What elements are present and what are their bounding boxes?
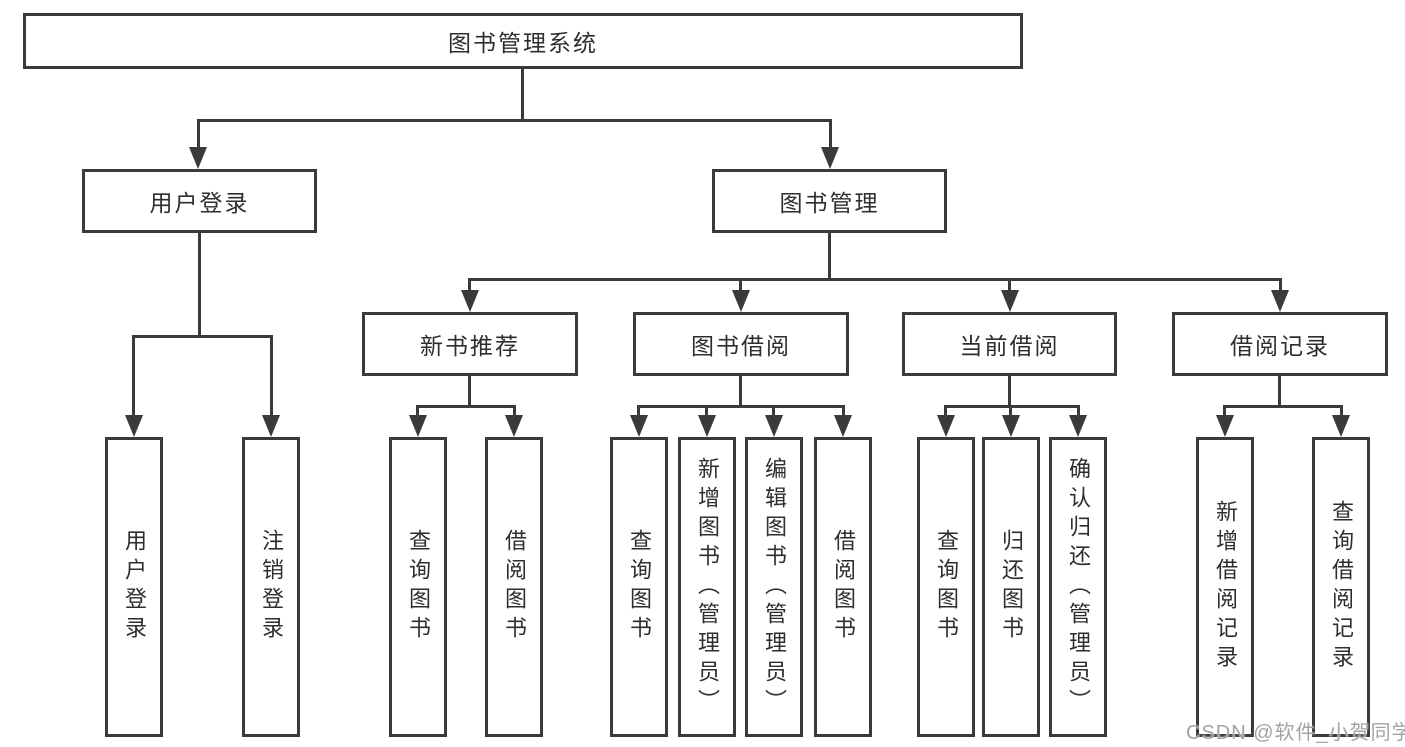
connector-line [829, 119, 832, 149]
leaf-label: 确认归还（管理员） [1066, 456, 1091, 718]
arrow-down-icon [1002, 415, 1020, 437]
leaf-label: 注销登录 [259, 529, 284, 645]
connector-line [468, 278, 1282, 281]
connector-line [828, 233, 831, 281]
connector-line [1278, 376, 1281, 408]
connector-line [416, 405, 516, 408]
connector-line [468, 376, 471, 408]
leaf-label: 用户登录 [122, 529, 147, 645]
leaf-query-books-recommend: 查询图书 [389, 437, 447, 737]
node-book-borrowing: 图书借阅 [633, 312, 849, 376]
arrow-down-icon [262, 415, 280, 437]
leaf-query-books-current: 查询图书 [917, 437, 975, 737]
arrow-down-icon [125, 415, 143, 437]
leaf-return-books: 归还图书 [982, 437, 1040, 737]
connector-line [1223, 405, 1226, 417]
leaf-confirm-return-admin: 确认归还（管理员） [1049, 437, 1107, 737]
node-book-management-system: 图书管理系统 [23, 13, 1023, 69]
connector-line [705, 405, 708, 417]
connector-line [132, 335, 135, 417]
connector-line [513, 405, 516, 417]
leaf-label: 查询图书 [934, 529, 959, 645]
connector-line [1223, 405, 1343, 408]
connector-line [1077, 405, 1080, 417]
arrow-down-icon [1332, 415, 1350, 437]
arrow-down-icon [1001, 290, 1019, 312]
leaf-query-books-borrowing: 查询图书 [610, 437, 668, 737]
connector-line [198, 233, 201, 338]
connector-line [637, 405, 845, 408]
connector-line [739, 278, 742, 293]
leaf-borrow-books-recommend: 借阅图书 [485, 437, 543, 737]
leaf-label: 新增图书（管理员） [695, 456, 720, 718]
connector-line [842, 405, 845, 417]
csdn-watermark: CSDN @软件_小贺同学 [1186, 722, 1405, 744]
connector-line [1008, 376, 1011, 408]
arrow-down-icon [1216, 415, 1234, 437]
leaf-label: 查询图书 [627, 529, 652, 645]
arrow-down-icon [732, 290, 750, 312]
connector-line [197, 119, 200, 149]
arrow-down-icon [505, 415, 523, 437]
connector-line [132, 335, 273, 338]
leaf-logout: 注销登录 [242, 437, 300, 737]
connector-line [637, 405, 640, 417]
connector-line [197, 119, 832, 122]
leaf-label: 查询图书 [406, 529, 431, 645]
connector-line [1279, 278, 1282, 293]
arrow-down-icon [1271, 290, 1289, 312]
node-user-login: 用户登录 [82, 169, 317, 233]
arrow-down-icon [461, 290, 479, 312]
connector-line [270, 335, 273, 417]
leaf-label: 新增借阅记录 [1213, 500, 1238, 674]
connector-line [1009, 405, 1012, 417]
leaf-query-borrow-record: 查询借阅记录 [1312, 437, 1370, 737]
connector-line [468, 278, 471, 293]
arrow-down-icon [1069, 415, 1087, 437]
node-new-book-recommendation: 新书推荐 [362, 312, 578, 376]
leaf-add-borrow-record: 新增借阅记录 [1196, 437, 1254, 737]
leaf-label: 借阅图书 [502, 529, 527, 645]
connector-line [944, 405, 947, 417]
arrow-down-icon [834, 415, 852, 437]
leaf-label: 查询借阅记录 [1329, 500, 1354, 674]
leaf-label: 归还图书 [999, 529, 1024, 645]
connector-line [944, 405, 1080, 408]
arrow-down-icon [630, 415, 648, 437]
leaf-edit-books-admin: 编辑图书（管理员） [745, 437, 803, 737]
leaf-label: 借阅图书 [831, 529, 856, 645]
connector-line [521, 69, 524, 122]
leaf-label: 编辑图书（管理员） [762, 456, 787, 718]
leaf-user-login: 用户登录 [105, 437, 163, 737]
node-current-borrowing: 当前借阅 [902, 312, 1117, 376]
arrow-down-icon [821, 147, 839, 169]
leaf-borrow-books: 借阅图书 [814, 437, 872, 737]
arrow-down-icon [765, 415, 783, 437]
connector-line [739, 376, 742, 408]
leaf-add-books-admin: 新增图书（管理员） [678, 437, 736, 737]
node-borrowing-records: 借阅记录 [1172, 312, 1388, 376]
connector-line [416, 405, 419, 417]
node-book-management: 图书管理 [712, 169, 947, 233]
arrow-down-icon [937, 415, 955, 437]
arrow-down-icon [189, 147, 207, 169]
connector-line [1340, 405, 1343, 417]
connector-line [1008, 278, 1011, 293]
arrow-down-icon [698, 415, 716, 437]
connector-line [772, 405, 775, 417]
arrow-down-icon [409, 415, 427, 437]
